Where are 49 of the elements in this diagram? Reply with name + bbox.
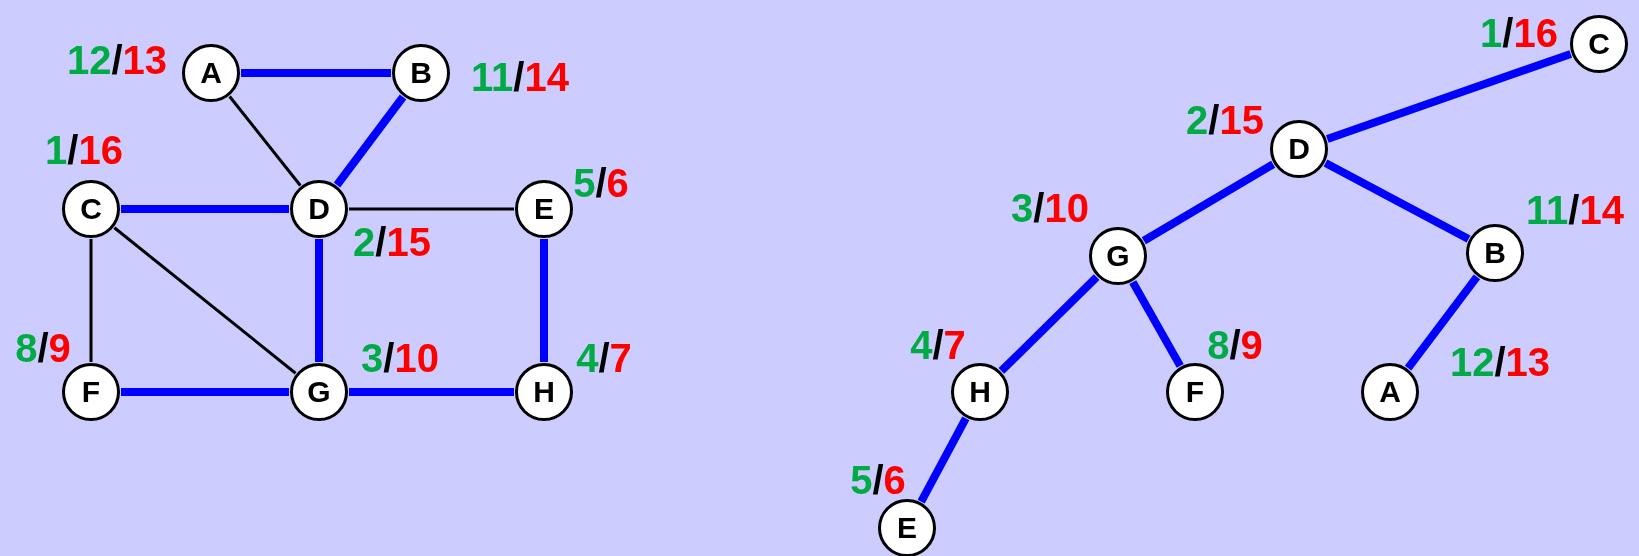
- graph-edge: [241, 69, 391, 77]
- time-label: 4/7: [910, 325, 966, 365]
- time-label: 1/16: [1480, 13, 1558, 53]
- graph-edge: [1129, 280, 1184, 368]
- graph-edge: [540, 239, 548, 362]
- graph-edge: [349, 388, 514, 396]
- time-label: 3/10: [1011, 188, 1089, 228]
- graph-edge: [333, 94, 407, 188]
- vertex-circle: G: [1089, 227, 1147, 285]
- graph-edge: [121, 205, 289, 213]
- graph-edge: [121, 388, 289, 396]
- graph-edge: [1404, 274, 1481, 371]
- vertex-circle: H: [515, 363, 573, 421]
- time-label: 3/10: [361, 338, 439, 378]
- graph-edge: [89, 239, 93, 362]
- graph-edge: [917, 416, 970, 504]
- time-label: 12/13: [1449, 342, 1551, 382]
- vertex-circle: F: [62, 363, 120, 421]
- time-label: 11/14: [1526, 190, 1624, 230]
- vertex-circle: B: [392, 44, 450, 102]
- time-label: 2/15: [1186, 100, 1264, 140]
- time-label: 12/13: [66, 40, 168, 80]
- time-label: 11/14: [471, 57, 569, 97]
- time-label: 5/6: [573, 163, 629, 203]
- vertex-circle: E: [878, 499, 936, 556]
- vertex-circle: E: [515, 180, 573, 238]
- vertex-circle: C: [1570, 15, 1628, 73]
- vertex-circle: F: [1166, 363, 1224, 421]
- time-label: 4/7: [576, 338, 632, 378]
- time-label: 2/15: [353, 222, 431, 262]
- vertex-circle: D: [290, 180, 348, 238]
- vertex-circle: B: [1466, 224, 1524, 282]
- graph-edge: [113, 226, 297, 375]
- graph-edge: [1141, 160, 1276, 245]
- graph-edge: [315, 239, 323, 362]
- time-label: 5/6: [850, 460, 906, 500]
- graph-edge: [998, 274, 1100, 374]
- graph-edge: [1323, 159, 1471, 243]
- time-label: 8/9: [1207, 325, 1263, 365]
- vertex-circle: C: [62, 180, 120, 238]
- graph-edge: [349, 207, 514, 211]
- time-label: 1/16: [45, 130, 123, 170]
- vertex-circle: G: [290, 363, 348, 421]
- graph-edge: [1326, 50, 1572, 143]
- vertex-circle: A: [182, 44, 240, 102]
- graph-edge: [228, 95, 302, 187]
- vertex-circle: A: [1361, 363, 1419, 421]
- vertex-circle: H: [951, 363, 1009, 421]
- vertex-circle: D: [1270, 120, 1328, 178]
